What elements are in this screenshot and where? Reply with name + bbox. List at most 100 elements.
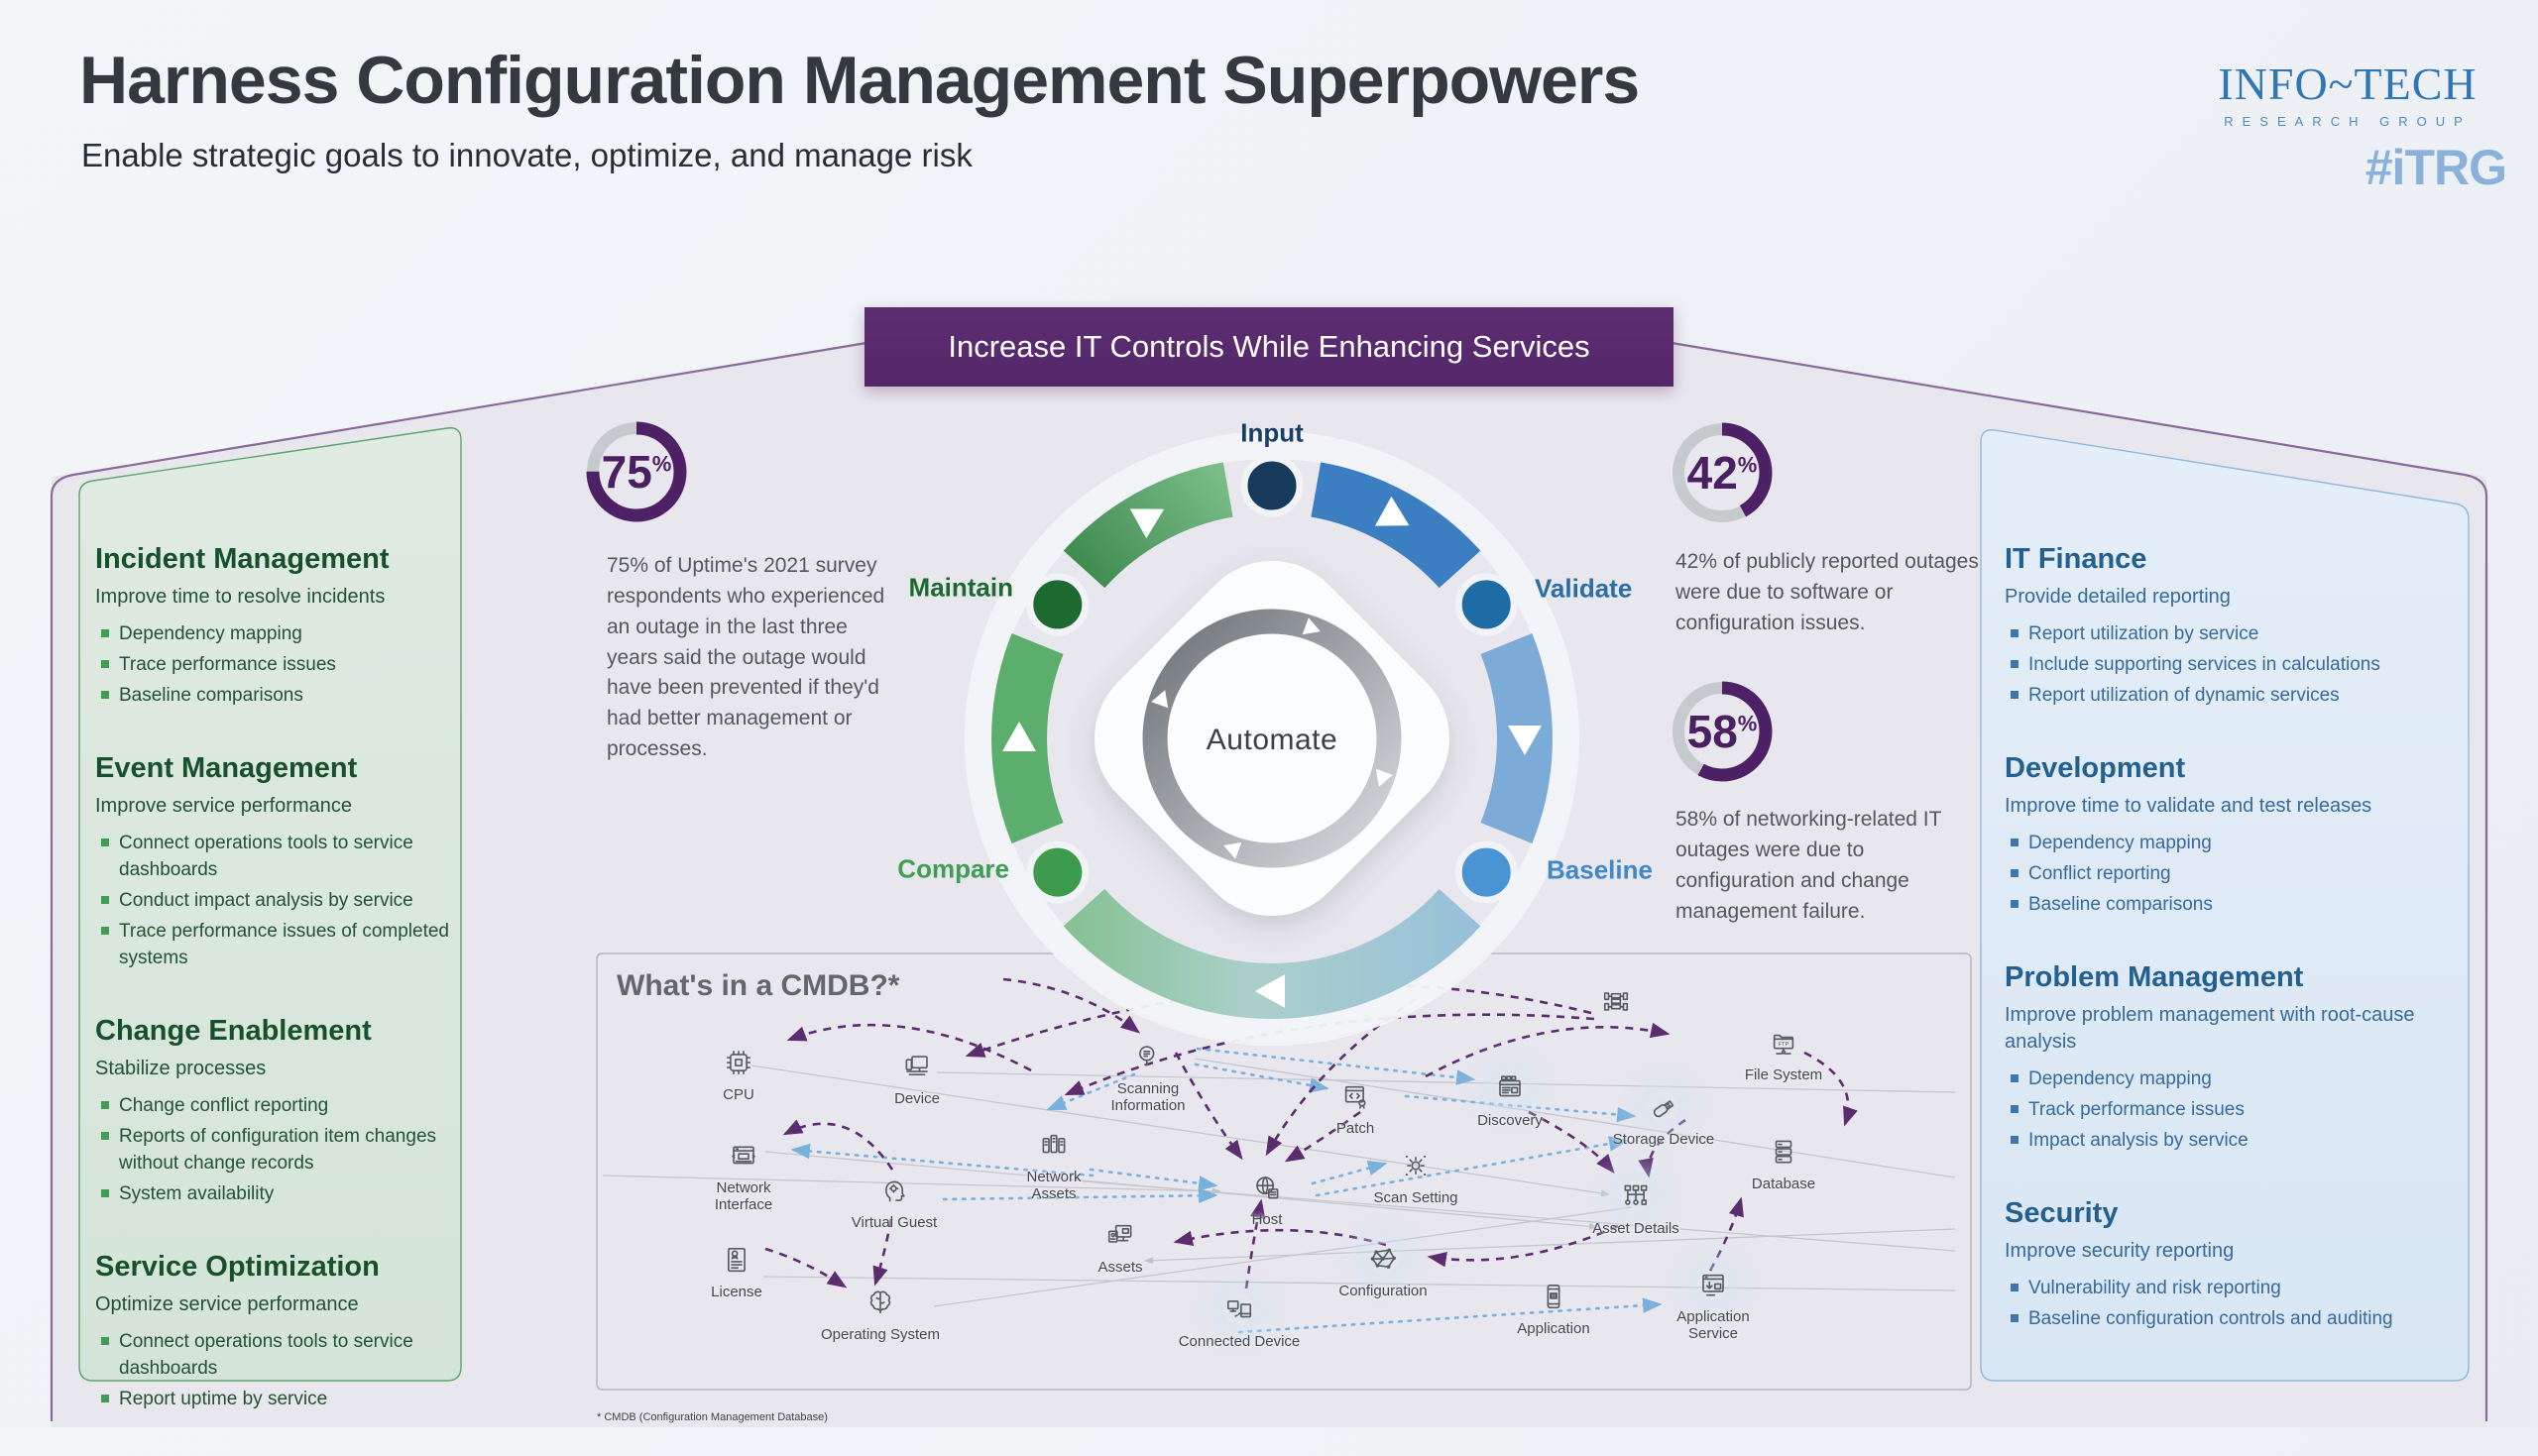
cmdb-node-label: Connected Device [1178,1333,1301,1350]
cmdb-node-cpu: CPU [654,1048,823,1103]
cmdb-node-scanning-information: Scanning Information [1064,1042,1232,1115]
left-panel-section-subtitle: Stabilize processes [95,1058,267,1079]
right-panel-bullet: Dependency mapping [2005,1065,2447,1092]
configuration-icon [1368,1244,1398,1274]
stat-value-75: 75% [601,446,672,498]
asset-details-icon [1621,1181,1651,1211]
left-panel-section-subtitle: Improve service performance [95,795,352,817]
right-panel-bullet: Baseline comparisons [2005,891,2447,918]
left-panel-bullet: Dependency mapping [95,620,452,647]
cycle-center-label: Automate [1206,724,1338,756]
right-panel-bullet: Conflict reporting [2005,860,2447,887]
network-assets-icon [1039,1130,1069,1160]
right-panel-bullet: Include supporting services in calculati… [2005,651,2447,678]
cmdb-node-label: Network Assets [1026,1169,1082,1203]
left-panel-bullet-list: Connect operations tools to service dash… [95,830,452,971]
left-panel-bullet-list: Connect operations tools to service dash… [95,1328,452,1412]
right-panel-section-title: Development [2005,752,2186,784]
cmdb-node-discovery: Discovery [1426,1073,1594,1129]
cmdb-node-network-interface: Network Interface [659,1141,828,1214]
left-panel-section-title: Incident Management [95,543,390,575]
right-panel-bullet: Report utilization of dynamic services [2005,682,2447,709]
cmdb-node-label: Virtual Guest [851,1214,938,1231]
cmdb-node-label: Scan Setting [1373,1189,1458,1206]
file-system-icon: FTP [1769,1028,1798,1058]
stat-donut-42 [1672,422,1773,523]
left-panel-bullet: System availability [95,1180,452,1207]
right-panel-section-title: Problem Management [2005,961,2304,993]
right-panel-bullet: Track performance issues [2005,1096,2447,1123]
right-panel-bullet: Report utilization by service [2005,620,2447,647]
stat-text-42: 42% of publicly reported outages were du… [1675,550,1979,634]
operating-system-icon [865,1288,895,1317]
cmdb-node-asset-details: Asset Details [1552,1181,1720,1237]
cmdb-node-virtual-guest: Virtual Guest [810,1176,979,1231]
left-panel-bullet: Report uptime by service [95,1386,452,1412]
left-panel-bullet: Change conflict reporting [95,1092,452,1119]
left-panel-section-subtitle: Optimize service performance [95,1293,359,1315]
right-panel-bullet: Dependency mapping [2005,830,2447,856]
cmdb-gray-links [602,1058,1956,1307]
right-panel-section-subtitle: Improve security reporting [2005,1240,2235,1262]
cmdb-node-label: Operating System [820,1326,941,1343]
cmdb-node-network-assets: Network Assets [970,1130,1138,1203]
left-panel-shape [78,427,462,1382]
stat-value-42: 42% [1686,447,1758,499]
node-compare [1026,840,1090,904]
node-validate [1454,573,1518,636]
cmdb-node-label: Assets [1097,1259,1143,1276]
cycle-label-compare: Compare [897,853,1009,884]
connected-device-icon [1224,1294,1254,1324]
cmdb-node-operating-system: Operating System [796,1288,965,1343]
cycle-label-input: Input [1240,417,1304,448]
discovery-icon [1495,1073,1525,1103]
left-panel-section-subtitle: Improve time to resolve incidents [95,586,386,608]
logo-wordmark: INFO~TECH [2218,58,2478,109]
cmdb-node-label: License [711,1284,762,1300]
node-maintain [1026,573,1090,636]
patch-icon [1340,1081,1370,1111]
cmdb-title: What's in a CMDB?* [617,969,900,1002]
storage-device-icon [1649,1092,1678,1122]
cmdb-node-label: Patch [1335,1120,1375,1137]
right-panel-bullet: Baseline configuration controls and audi… [2005,1305,2447,1332]
node-input [1240,454,1304,517]
node-baseline [1454,840,1518,904]
left-panel-bullet: Reports of configuration item changes wi… [95,1123,452,1176]
cycle-label-baseline: Baseline [1547,854,1653,885]
cmdb-node-label: Host [1251,1211,1283,1228]
left-panel-section-title: Event Management [95,752,358,784]
left-panel-bullet: Connect operations tools to service dash… [95,1328,452,1382]
right-panel-section-title: IT Finance [2005,543,2147,575]
scanning-information-icon [1133,1042,1163,1071]
right-panel-section-subtitle: Provide detailed reporting [2005,586,2231,608]
cmdb-blue-links [790,1047,1663,1334]
right-panel-section-subtitle: Improve problem management with root-cau… [2005,1004,2415,1053]
application-service-icon [1698,1270,1728,1299]
cmdb-node-label: Device [894,1090,940,1107]
cmdb-node-assets: Assets [1036,1220,1205,1276]
stat-text-58: 58% of networking-related IT outages wer… [1675,808,1942,923]
scan-setting-icon [1401,1151,1431,1180]
cmdb-node-label: Configuration [1338,1283,1428,1299]
cmdb-node-connected-device: Connected Device [1155,1294,1324,1350]
svg-text:FTP: FTP [1779,1042,1789,1048]
cmdb-node-label: Application [1517,1320,1590,1337]
cmdb-node-label: Discovery [1477,1112,1543,1129]
database-icon [1769,1137,1798,1167]
banner: Increase IT Controls While Enhancing Ser… [865,307,1673,387]
left-panel-section-title: Service Optimization [95,1251,380,1283]
right-panel-bullet: Impact analysis by service [2005,1127,2447,1154]
cmdb-node-label: Network Interface [714,1179,773,1214]
banner-label: Increase IT Controls While Enhancing Ser… [948,329,1590,364]
